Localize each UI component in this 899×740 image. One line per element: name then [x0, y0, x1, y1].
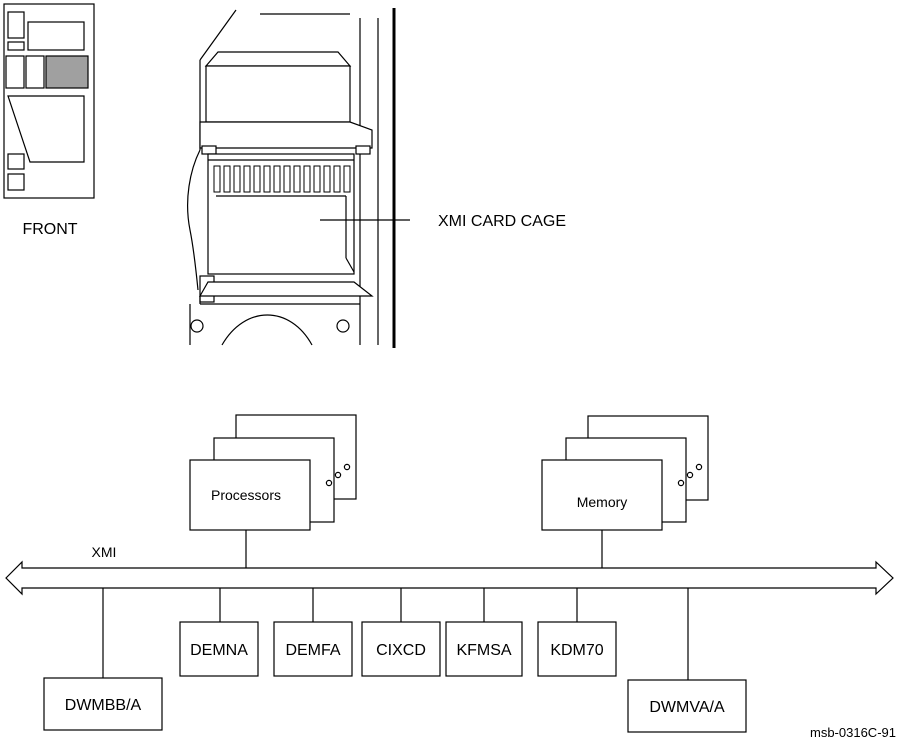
- front-lower-slot-1: [7, 153, 25, 170]
- processor-card-front: [189, 459, 311, 531]
- front-module-middle: [25, 55, 45, 89]
- power-supply-top: [204, 51, 352, 67]
- front-module-highlighted: [45, 55, 89, 89]
- figure-id-label: msb-0316C-91: [810, 725, 896, 740]
- xmi-bus-arrow: [5, 560, 894, 596]
- cage-base: [198, 281, 374, 297]
- card-slot-connector: [223, 165, 231, 193]
- card-cage-corner: [345, 257, 355, 273]
- kdm70-module-box: [537, 621, 617, 677]
- demna-module-box: [179, 621, 259, 677]
- front-upper-panel: [27, 21, 85, 51]
- kfmsa-module-box: [445, 621, 523, 677]
- card-slot-connector: [263, 165, 271, 193]
- card-cage-illustration: [187, 8, 410, 348]
- cabinet-front-view: [3, 3, 95, 199]
- cage-shelf: [199, 121, 373, 149]
- cage-latch-right: [355, 145, 371, 155]
- kfmsa-module-label: KFMSA: [456, 642, 511, 659]
- dwmva-module-box: [627, 679, 747, 733]
- front-trapezoid-panel: [7, 95, 85, 163]
- card-slot-connector: [293, 165, 301, 193]
- memory-ellipsis-dot-2: [686, 471, 694, 479]
- card-slot-connector: [333, 165, 341, 193]
- cixcd-module-box: [361, 621, 441, 677]
- memory-stack: [541, 415, 709, 531]
- front-indicator-slot: [7, 41, 25, 51]
- cixcd-module-label: CIXCD: [376, 642, 426, 659]
- cabinet-caster-left: [190, 319, 204, 333]
- card-slot-connector: [313, 165, 321, 193]
- card-slot-connector: [343, 165, 351, 193]
- cabinet-top-edge: [199, 9, 237, 61]
- dwmva-module-label: DWMVA/A: [649, 699, 725, 716]
- memory-ellipsis-dot-3: [695, 463, 703, 471]
- processor-ellipsis-dot-1: [325, 479, 333, 487]
- kdm70-module-label: KDM70: [550, 642, 603, 659]
- demfa-module-box: [273, 621, 353, 677]
- processors-label: Processors: [211, 487, 281, 503]
- memory-ellipsis-dot-1: [677, 479, 685, 487]
- card-slot-connector: [243, 165, 251, 193]
- cabinet-fan-arc: [221, 314, 313, 346]
- demna-module-label: DEMNA: [190, 642, 248, 659]
- power-supply-box: [205, 65, 351, 123]
- card-slot-connector: [233, 165, 241, 193]
- processor-ellipsis-dot-2: [334, 471, 342, 479]
- card-slot-connector: [283, 165, 291, 193]
- front-lower-slot-2: [7, 173, 25, 191]
- cabinet-left-curve: [187, 149, 201, 291]
- xmi-bus-label: XMI: [92, 544, 117, 560]
- processor-ellipsis-dot-3: [343, 463, 351, 471]
- front-module-left: [5, 55, 25, 89]
- front-label: FRONT: [22, 221, 77, 238]
- memory-card-front: [541, 459, 663, 531]
- memory-label: Memory: [577, 494, 628, 510]
- front-small-slot: [7, 11, 25, 39]
- card-cage-label: XMI CARD CAGE: [438, 213, 566, 230]
- card-slots-group: [213, 165, 351, 193]
- cage-latch-left: [201, 145, 217, 155]
- card-slot-connector: [213, 165, 221, 193]
- card-slot-connector: [273, 165, 281, 193]
- dwmbb-module-label: DWMBB/A: [65, 697, 142, 714]
- demfa-module-label: DEMFA: [285, 642, 340, 659]
- processors-stack: [189, 414, 357, 531]
- dwmbb-module-box: [43, 677, 163, 731]
- cabinet-caster-right: [336, 319, 350, 333]
- card-slot-connector: [253, 165, 261, 193]
- card-slot-connector: [323, 165, 331, 193]
- card-slot-connector: [303, 165, 311, 193]
